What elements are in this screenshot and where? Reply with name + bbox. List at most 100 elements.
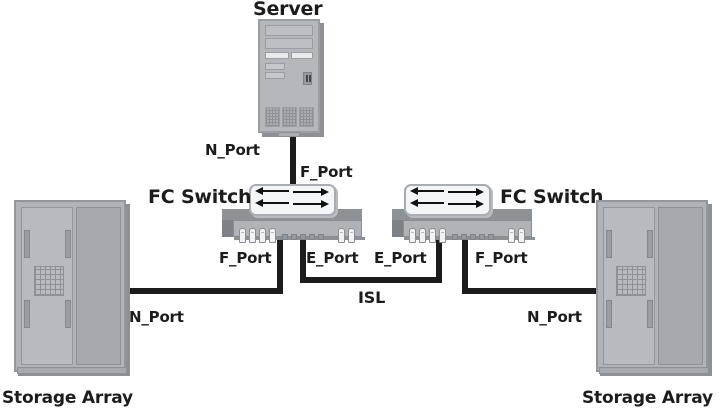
switch-right-front-panel xyxy=(403,220,532,243)
array-left-handle-top[interactable] xyxy=(24,230,30,258)
array-right-hinge-top xyxy=(647,230,653,258)
server-bay-row-1 xyxy=(265,25,313,36)
switch-left-port-1 xyxy=(239,228,246,243)
array-left-hinge-bottom xyxy=(65,300,71,328)
fc-switch-left-label: FC Switch xyxy=(148,186,252,208)
port-label-server-n-port: N_Port xyxy=(205,141,260,159)
disk xyxy=(679,296,701,312)
storage-array-right xyxy=(596,200,712,376)
disk xyxy=(97,262,119,278)
switch-right-port-3 xyxy=(429,228,436,243)
disk xyxy=(679,245,701,261)
link-isl-left-riser xyxy=(300,237,306,283)
port-label-switch-left-e-port: E_Port xyxy=(306,249,359,267)
switch-left-port-6 xyxy=(348,228,355,243)
disk xyxy=(97,296,119,312)
switch-left-led-5 xyxy=(318,234,324,240)
isl-label: ISL xyxy=(358,288,386,307)
switch-left-port-3 xyxy=(259,228,266,243)
switch-right-led-1 xyxy=(452,234,458,240)
port-label-array-right-n-port: N_Port xyxy=(527,308,582,326)
switch-left-led-1 xyxy=(282,234,288,240)
disk xyxy=(679,279,701,295)
array-right-disk-bay xyxy=(658,207,703,365)
server-optical-drive-1 xyxy=(265,52,289,59)
array-left-door[interactable] xyxy=(21,207,73,365)
server-chassis xyxy=(258,19,320,133)
switch-left-shadow xyxy=(234,237,365,240)
disk xyxy=(97,347,119,363)
server-floppy-bay-1 xyxy=(265,63,285,70)
link-switch-right-f-port-leg xyxy=(462,237,468,294)
bidirectional-arrows-icon xyxy=(255,187,329,208)
storage-array-left xyxy=(14,200,130,376)
switch-right-led-5 xyxy=(488,234,494,240)
server-bay-row-2 xyxy=(265,38,313,49)
link-switch-right-to-array-right xyxy=(462,288,610,294)
switch-right-port-2 xyxy=(419,228,426,243)
link-switch-left-to-array-left xyxy=(117,288,283,294)
switch-right-led-2 xyxy=(461,234,467,240)
bidirectional-arrows-icon xyxy=(410,187,484,208)
array-right-cabinet xyxy=(596,200,708,372)
link-isl-horizontal xyxy=(300,277,442,283)
switch-right-led-4 xyxy=(479,234,485,240)
array-left-plinth xyxy=(17,367,127,374)
switch-right-symbol-box xyxy=(404,184,491,216)
array-right-door[interactable] xyxy=(603,207,655,365)
port-label-switch-left-f-port-up: F_Port xyxy=(300,163,353,181)
switch-right-port-6 xyxy=(518,228,525,243)
array-right-hinge-bottom xyxy=(647,300,653,328)
switch-left-led-2 xyxy=(291,234,297,240)
link-switch-left-f-port-leg xyxy=(277,237,283,294)
switch-left-port-5 xyxy=(338,228,345,243)
switch-left-port-2 xyxy=(249,228,256,243)
server-floppy-bay-2 xyxy=(265,72,285,79)
disk xyxy=(679,313,701,329)
server-base-foot xyxy=(278,132,300,137)
server-intake-vent-3 xyxy=(299,107,314,127)
disk xyxy=(97,211,119,227)
switch-left-led-4 xyxy=(309,234,315,240)
array-right-vent-grid xyxy=(616,266,646,296)
disk xyxy=(97,279,119,295)
switch-right-port-5 xyxy=(508,228,515,243)
port-label-array-left-n-port: N_Port xyxy=(129,308,184,326)
switch-left-side-face xyxy=(222,220,233,237)
disk xyxy=(679,211,701,227)
switch-left-symbol-box xyxy=(249,184,336,216)
switch-right-side-face xyxy=(392,220,403,237)
server-power-button[interactable] xyxy=(303,72,312,85)
switch-right-port-4 xyxy=(439,228,446,243)
disk xyxy=(97,245,119,261)
storage-array-left-label: Storage Array xyxy=(2,388,133,408)
disk xyxy=(97,313,119,329)
switch-left-led-3 xyxy=(300,234,306,240)
array-right-plinth xyxy=(599,367,709,374)
server-intake-vent-2 xyxy=(282,107,297,127)
switch-right-led-3 xyxy=(470,234,476,240)
switch-left-port-4 xyxy=(269,228,276,243)
array-left-vent-grid xyxy=(34,266,64,296)
disk xyxy=(97,330,119,346)
array-right-handle-top[interactable] xyxy=(606,230,612,258)
array-left-hinge-top xyxy=(65,230,71,258)
switch-left-front-panel xyxy=(233,220,362,243)
server-intake-vent-1 xyxy=(265,107,280,127)
array-left-handle-bottom[interactable] xyxy=(24,300,30,328)
port-label-switch-right-e-port: E_Port xyxy=(374,249,427,267)
array-right-handle-bottom[interactable] xyxy=(606,300,612,328)
switch-right-shadow xyxy=(404,237,535,240)
link-isl-right-riser xyxy=(436,237,442,283)
array-left-disk-bay xyxy=(76,207,121,365)
array-left-cabinet xyxy=(14,200,126,372)
switch-right-port-1 xyxy=(409,228,416,243)
storage-array-right-label: Storage Array xyxy=(582,388,713,408)
fc-switch-right-label: FC Switch xyxy=(500,186,604,208)
disk xyxy=(97,228,119,244)
disk xyxy=(679,262,701,278)
server-optical-drive-2 xyxy=(291,52,313,59)
server-label: Server xyxy=(253,0,323,20)
disk xyxy=(679,228,701,244)
